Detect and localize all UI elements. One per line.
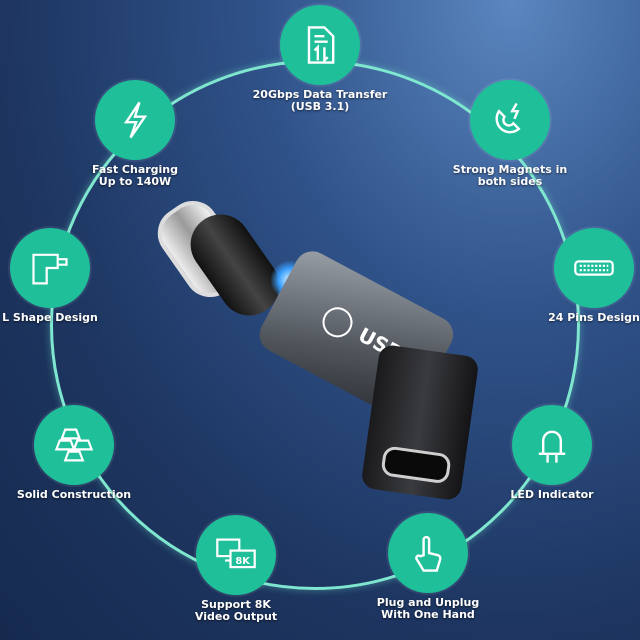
magnet-icon xyxy=(470,80,550,160)
monitor-8k-icon: 8K xyxy=(196,515,276,595)
data-transfer-icon xyxy=(280,5,360,85)
adapter-l-bend xyxy=(360,343,480,502)
usb-c-port xyxy=(380,445,452,485)
feature-solid: Solid Construction xyxy=(0,405,154,501)
feature-data-transfer: 20Gbps Data Transfer (USB 3.1) xyxy=(240,5,400,113)
led-icon xyxy=(512,405,592,485)
svg-text:8K: 8K xyxy=(235,556,250,567)
feature-l-shape: L Shape Design xyxy=(0,228,130,324)
hand-pointer-icon xyxy=(388,513,468,593)
product-image: USB 4 xyxy=(147,190,500,510)
pins-icon xyxy=(554,228,634,308)
feature-magnets: Strong Magnets in both sides xyxy=(430,80,590,188)
feature-one-hand: Plug and Unplug With One Hand xyxy=(348,513,508,621)
brand-logo-icon xyxy=(317,302,358,343)
feature-pins: 24 Pins Design xyxy=(514,228,640,324)
feature-8k: 8K Support 8K Video Output xyxy=(156,515,316,623)
feature-led: LED Indicator xyxy=(472,405,632,501)
l-shape-icon xyxy=(10,228,90,308)
lightning-icon xyxy=(95,80,175,160)
gold-bars-icon xyxy=(34,405,114,485)
feature-fast-charging: Fast Charging Up to 140W xyxy=(55,80,215,188)
